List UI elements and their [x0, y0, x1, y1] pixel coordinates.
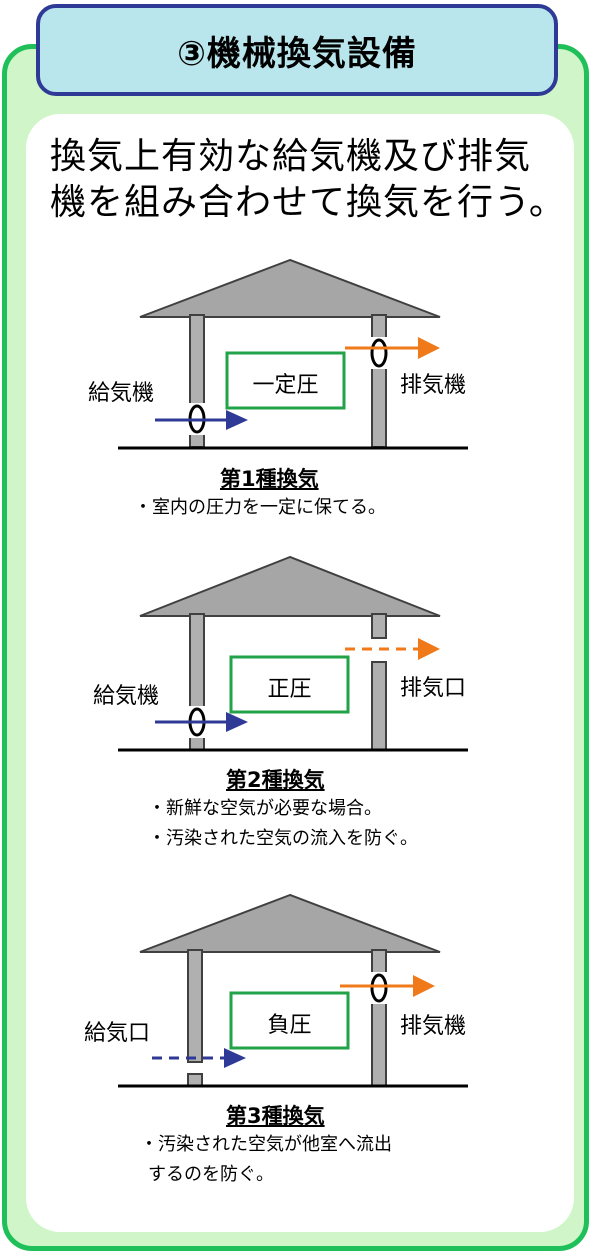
heading-type1: 第1種換気 [220, 467, 319, 491]
house-type1-graphic [118, 258, 468, 450]
heading-type3: 第3種換気 [226, 1104, 325, 1128]
diagram-type3: 給気口 排気機 負圧 第3種換気 ・汚染された空気が他室へ流出 するのを防ぐ。 [0, 890, 595, 1200]
intro-line-2: 機を組み合わせて換気を行う。 [50, 182, 566, 223]
intake-label: 給気機 [88, 381, 155, 406]
title-banner: ③機械換気設備 [36, 4, 558, 96]
house-type3-graphic [118, 893, 468, 1088]
room-pressure-label: 正圧 [267, 677, 312, 702]
note-type2-2: ・汚染された空気の流入を防ぐ。 [148, 828, 418, 849]
diagram-type1: 給気機 排気機 一定圧 第1種換気 ・室内の圧力を一定に保てる。 [0, 255, 595, 525]
page-title: ③機械換気設備 [177, 33, 417, 74]
heading-type2: 第2種換気 [226, 768, 325, 792]
note-type3-2: するのを防ぐ。 [148, 1164, 274, 1185]
note-type1-1: ・室内の圧力を一定に保てる。 [134, 497, 386, 518]
intake-label: 給気機 [93, 684, 160, 709]
house-type2-graphic [118, 555, 468, 752]
exhaust-label: 排気口 [400, 676, 467, 701]
intake-label: 給気口 [84, 1021, 151, 1046]
room-pressure-label: 一定圧 [252, 373, 319, 398]
exhaust-label: 排気機 [400, 1014, 467, 1039]
note-type2-1: ・新鮮な空気が必要な場合。 [148, 798, 382, 819]
diagram-type2: 給気機 排気口 正圧 第2種換気 ・新鮮な空気が必要な場合。 ・汚染された空気の… [0, 552, 595, 862]
intro-text: 換気上有効な給気機及び排気 機を組み合わせて換気を行う。 [50, 134, 580, 226]
exhaust-label: 排気機 [400, 373, 467, 398]
note-type3-1: ・汚染された空気が他室へ流出 [140, 1134, 392, 1155]
room-pressure-label: 負圧 [267, 1013, 312, 1038]
intro-line-1: 換気上有効な給気機及び排気 [50, 136, 532, 177]
